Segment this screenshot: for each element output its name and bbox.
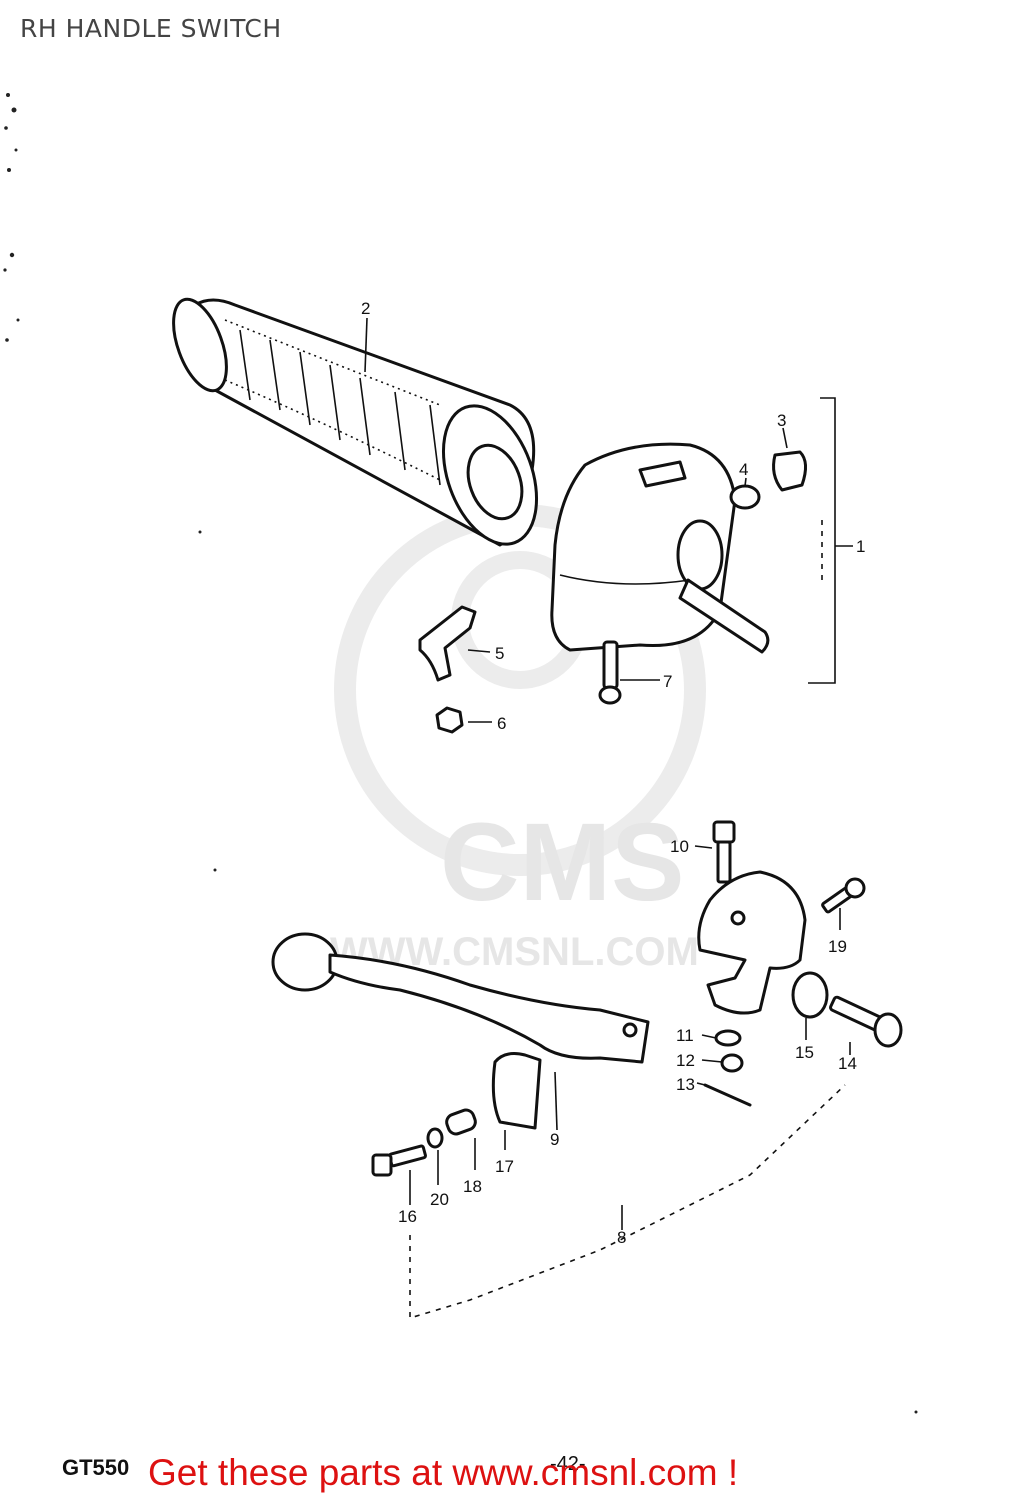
callout-16: 16 — [398, 1207, 417, 1226]
callout-11: 11 — [676, 1026, 694, 1045]
part-15-washer — [791, 971, 829, 1019]
part-11-spring — [714, 1029, 742, 1047]
callout-13: 13 — [676, 1075, 695, 1094]
lever-holder — [697, 870, 807, 1015]
scan-noise — [3, 93, 918, 1414]
callout-1: 1 — [856, 537, 865, 556]
part-4-grommet — [729, 484, 761, 510]
brake-lever — [271, 932, 650, 1064]
callout-17: 17 — [495, 1157, 514, 1176]
callout-5: 5 — [495, 644, 504, 663]
part-19-screw — [821, 877, 866, 914]
callout-10: 10 — [670, 837, 689, 856]
part-18-sleeve — [445, 1108, 477, 1136]
callout-19: 19 — [828, 937, 847, 956]
part-10-bolt — [712, 820, 736, 884]
group-8-outline — [409, 1084, 846, 1320]
switch-housing — [550, 442, 770, 654]
part-7-screw — [598, 640, 622, 705]
callout-6: 6 — [497, 714, 506, 733]
callout-9: 9 — [550, 1130, 559, 1149]
throttle-grip — [172, 297, 539, 547]
part-6-nut — [435, 706, 464, 734]
page-title: RH HANDLE SWITCH — [20, 14, 282, 43]
part-17-block — [491, 1052, 542, 1130]
part-14-bolt — [829, 995, 903, 1048]
part-16-bolt — [371, 1144, 427, 1177]
callout-20: 20 — [430, 1190, 449, 1209]
model-code: GT550 — [62, 1455, 130, 1480]
part-5-bracket — [418, 605, 477, 682]
callout-3: 3 — [777, 411, 786, 430]
promo-banner[interactable]: Get these parts at www.cmsnl.com ! — [148, 1452, 739, 1493]
part-20-washer — [426, 1127, 444, 1149]
watermark-logo-text: CMS — [440, 801, 684, 924]
callout-18: 18 — [463, 1177, 482, 1196]
callout-15: 15 — [795, 1043, 814, 1062]
callout-2: 2 — [361, 299, 370, 318]
page-number: -42- — [550, 1453, 586, 1475]
callout-14: 14 — [838, 1054, 857, 1073]
part-13-pin — [703, 1083, 752, 1107]
callout-labels: 1 2 3 4 5 6 7 8 9 10 11 12 13 14 15 16 1… — [361, 299, 865, 1247]
callout-4: 4 — [739, 460, 748, 479]
callout-8: 8 — [617, 1228, 626, 1247]
part-3-clip — [772, 450, 807, 492]
group-1-bracket — [808, 397, 836, 684]
leader-lines — [364, 317, 853, 1230]
callout-7: 7 — [663, 672, 672, 691]
callout-12: 12 — [676, 1051, 695, 1070]
part-12-cap — [720, 1053, 744, 1073]
